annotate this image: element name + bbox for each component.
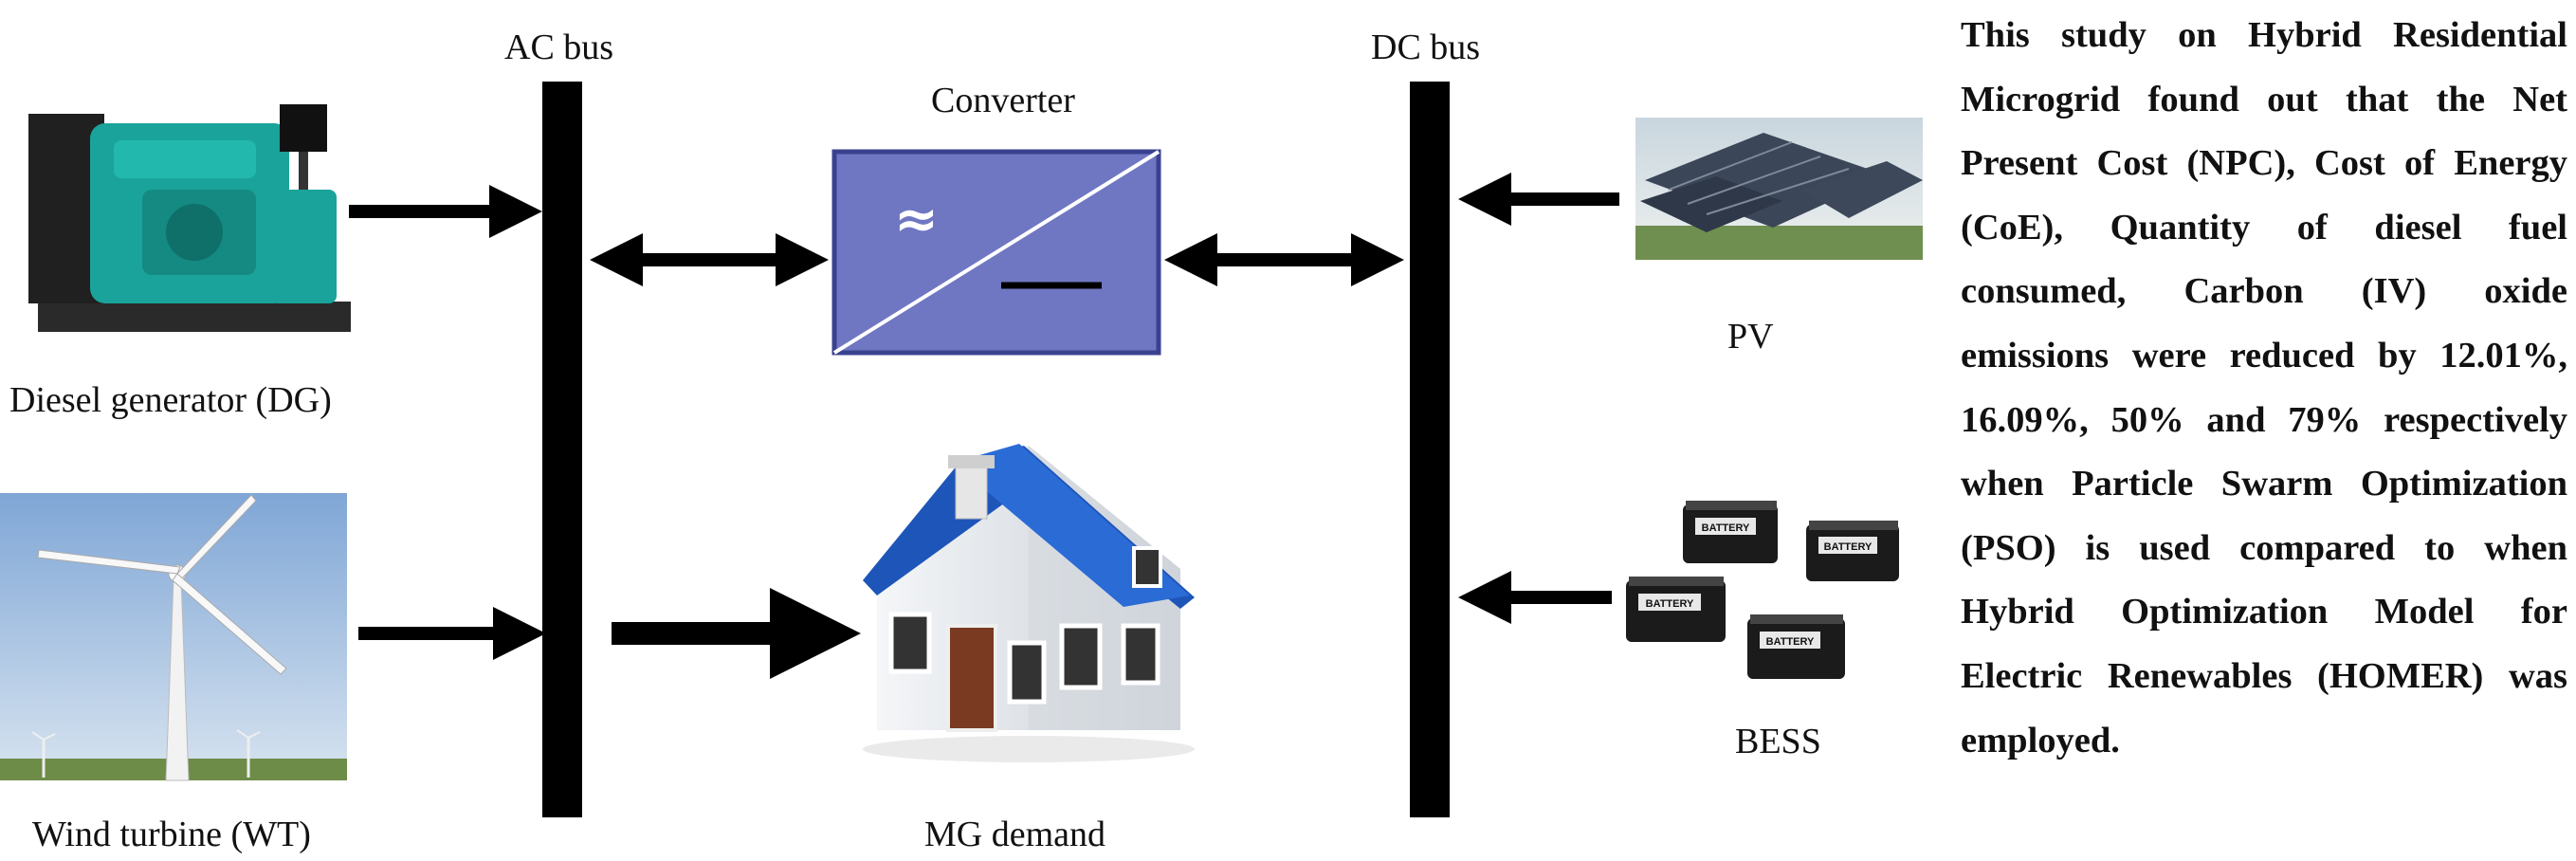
diesel-generator-image bbox=[28, 104, 351, 332]
diesel-generator-label: Diesel generator (DG) bbox=[9, 380, 332, 420]
battery-4: BATTERY bbox=[1747, 614, 1845, 679]
wind-turbine-image bbox=[0, 493, 347, 781]
dc-bus-label: DC bus bbox=[1371, 27, 1481, 67]
battery-label-2: BATTERY bbox=[1824, 541, 1873, 553]
dc-bus bbox=[1410, 82, 1450, 817]
battery-3: BATTERY bbox=[1626, 577, 1726, 642]
battery-2: BATTERY bbox=[1806, 521, 1899, 581]
wind-turbine-label: Wind turbine (WT) bbox=[32, 815, 311, 854]
pv-label: PV bbox=[1727, 317, 1774, 357]
battery-1: BATTERY bbox=[1683, 501, 1778, 563]
study-summary-text: This study on Hybrid Residential Microgr… bbox=[1961, 15, 2567, 760]
bess-image: BATTERY BATTERY BATTERY BATTERY bbox=[1626, 501, 1899, 679]
house-image bbox=[863, 444, 1195, 762]
battery-label-3: BATTERY bbox=[1646, 598, 1694, 610]
converter-block bbox=[831, 149, 1161, 356]
converter-label: Converter bbox=[931, 81, 1075, 120]
mg-demand-label: MG demand bbox=[924, 815, 1106, 854]
battery-label-4: BATTERY bbox=[1766, 636, 1815, 648]
converter-ac-symbol: ≈ bbox=[894, 189, 939, 250]
bess-label: BESS bbox=[1735, 722, 1821, 761]
ac-bus bbox=[542, 82, 582, 817]
battery-label-1: BATTERY bbox=[1702, 522, 1750, 534]
pv-image bbox=[1635, 118, 1923, 260]
ac-bus-label: AC bus bbox=[504, 27, 614, 67]
